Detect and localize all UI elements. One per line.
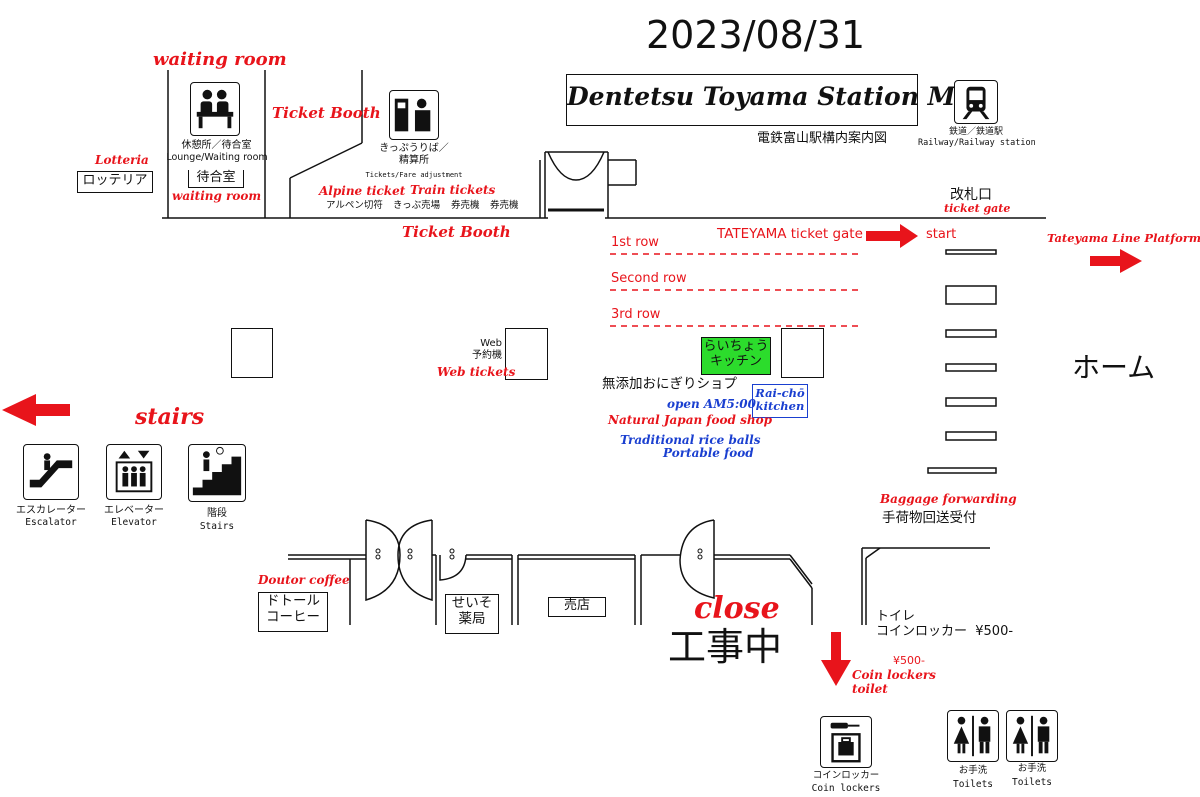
doutor-annotation: Doutor coffee [258, 573, 350, 587]
counter-alpine: アルペン切符 [326, 200, 383, 211]
escalator-icon [23, 444, 79, 500]
fare-adjustment-icon [389, 90, 439, 140]
fare-adjustment-label-en: Tickets/Fare adjustment [365, 171, 463, 179]
construction-annotation: close [694, 591, 780, 626]
coin-locker-icon [820, 716, 872, 768]
toilets-label-ja-1: お手洗 [958, 765, 988, 776]
escalator-label-en: Escalator [25, 517, 77, 528]
waiting-room-icon [190, 82, 240, 136]
toilet-locker-annotation: Coin lockers toilet [852, 668, 936, 696]
ticket-gate-label: 改札口 [950, 187, 992, 203]
elevator-label-ja: エレベーター [104, 505, 164, 516]
onigiri-shop-name: 無添加おにぎりショプ [602, 376, 737, 392]
railway-label-ja: 鉄道／鉄道駅 [948, 127, 1003, 137]
fare-adjustment-label-ja: きっぷうりば／ 精算所 [379, 143, 449, 166]
queue-row-3: 3rd row [611, 307, 661, 322]
train-tickets-annotation: Train tickets [410, 183, 496, 197]
elevator-icon [106, 444, 162, 500]
waiting-room-sign: 待合室 [188, 170, 244, 188]
construction-label: 工事中 [668, 625, 783, 669]
elevator-label-en: Elevator [111, 517, 157, 528]
onigiri-annotation: Natural Japan food shop [608, 413, 772, 427]
toilets-label-ja-2: お手洗 [1017, 763, 1047, 774]
raicho-kitchen-annotation: Rai-chō kitchen [755, 386, 805, 414]
waiting-room-label-ja: 休憩所／待合室 [181, 140, 252, 151]
toilet-icon [947, 710, 999, 762]
lotteria-annotation: Lotteria [95, 153, 149, 167]
web-booking-machine [505, 328, 548, 380]
railway-label-en: Railway/Railway station [918, 138, 1036, 148]
waiting-room-annotation: waiting room [153, 49, 287, 70]
counter-ticket-machine-1: 券売機 [451, 200, 480, 211]
pillar-left [231, 328, 273, 378]
map-date: 2023/08/31 [646, 13, 866, 57]
coin-lockers-label-en: Coin lockers [811, 783, 881, 794]
queue-row-2: Second row [611, 271, 687, 286]
baggage-label: 手荷物回送受付 [882, 510, 977, 526]
queue-start-label: start [926, 227, 957, 242]
pillar-right [781, 328, 824, 378]
seiso-pharmacy-sign: せいそ 薬局 [445, 594, 499, 634]
alpine-ticket-annotation: Alpine ticket [319, 184, 406, 198]
stairs-label-ja: 階段 [207, 508, 227, 519]
raicho-kitchen-sign: らいちょう キッチン [701, 337, 771, 375]
train-icon [954, 80, 998, 124]
onigiri-desc-2: Portable food [663, 446, 754, 460]
ticket-gate-annotation: ticket gate [944, 202, 1011, 215]
stairs-label-en: Stairs [199, 521, 235, 532]
toilets-label-en-1: Toilets [952, 779, 994, 790]
ticket-booth-bottom-annotation: Ticket Booth [402, 223, 511, 241]
counter-ticket-sales: きっぷ売場 [393, 200, 441, 211]
toilet-icon [1006, 710, 1058, 762]
queue-row-1: 1st row [611, 235, 659, 250]
locker-price: ¥500- [893, 654, 925, 667]
title-box: Dentetsu Toyama Station Map [566, 74, 989, 126]
lotteria-sign: ロッテリア [77, 171, 153, 193]
platform-annotation: Tateyama Line Platform [1047, 231, 1200, 245]
web-booking-annotation: Web tickets [437, 365, 516, 379]
stairs-annotation: stairs [135, 404, 205, 430]
coin-lockers-label-ja: コインロッカー [812, 770, 880, 781]
onigiri-desc-1: Traditional rice balls [620, 433, 761, 447]
toilet-locker-label: トイレ コインロッカー ¥500- [876, 609, 1014, 639]
toilets-label-en-2: Toilets [1011, 777, 1053, 788]
map-title: Dentetsu Toyama Station Map [567, 82, 989, 111]
waiting-room-sign-annotation: waiting room [172, 189, 262, 203]
stairs-icon [188, 444, 246, 502]
tateyama-gate-label: TATEYAMA ticket gate [717, 226, 863, 242]
map-title-ja: 電鉄富山駅構内案内図 [757, 131, 888, 146]
onigiri-open-hours: open AM5:00 [667, 397, 757, 411]
counter-ticket-machine-2: 券売機 [490, 200, 519, 211]
platform-label: ホーム [1072, 351, 1156, 384]
raicho-kitchen-annotation-box: Rai-chō kitchen [752, 384, 808, 418]
doutor-sign: ドトール コーヒー [258, 592, 328, 632]
kiosk-sign: 売店 [548, 597, 606, 617]
web-booking-label: Web 予約機 [472, 338, 502, 361]
escalator-label-ja: エスカレーター [16, 505, 86, 516]
ticket-booth-top-annotation: Ticket Booth [272, 104, 381, 122]
waiting-room-label-en: Lounge/Waiting room [166, 152, 268, 163]
baggage-annotation: Baggage forwarding [880, 492, 1017, 506]
